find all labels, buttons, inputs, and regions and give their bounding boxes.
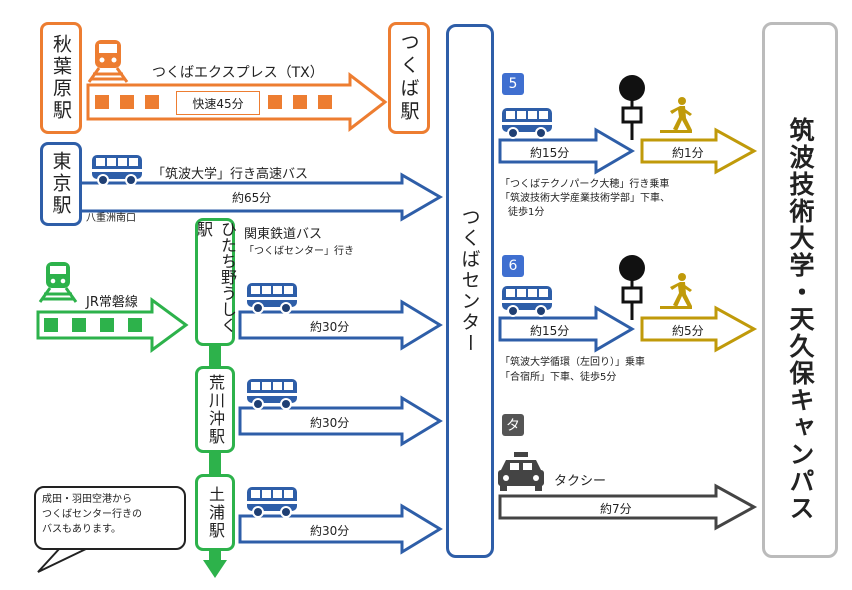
stop5-bus-arrow bbox=[498, 127, 635, 175]
tokyo-station-label: 東京駅 bbox=[49, 151, 72, 217]
stop6-note-2: 「合宿所」下車、徒歩5分 bbox=[500, 372, 617, 383]
tsukuba-center-box: つくばセンター bbox=[446, 24, 494, 558]
jr-connector bbox=[209, 452, 221, 474]
tx-time: 快速45分 bbox=[192, 96, 244, 111]
tx-train-icon bbox=[87, 40, 129, 83]
taxi-arrow bbox=[498, 483, 758, 531]
tsukuba-tx-station-label: つくば駅 bbox=[397, 32, 420, 124]
stop6-bus-time: 約15分 bbox=[530, 324, 570, 338]
highway-bus-stop: 八重洲南口 bbox=[86, 213, 136, 224]
tsukuba-center-label: つくばセンター bbox=[458, 207, 481, 354]
highway-bus-time: 約65分 bbox=[232, 191, 272, 205]
arakawaoki-station-box: 荒川沖駅 bbox=[195, 366, 235, 453]
tsuchiura-bus-time: 約30分 bbox=[310, 524, 350, 538]
stop6-bus-arrow bbox=[498, 305, 635, 353]
airport-bus-callout: 成田・羽田空港から つくばセンター行きの バスもあります。 bbox=[34, 486, 186, 550]
kanto-bus-destination: 「つくばセンター」行き bbox=[244, 246, 354, 257]
jr-line-name: JR常磐線 bbox=[86, 295, 138, 310]
stop5-busstop-icon bbox=[617, 73, 647, 142]
bus-arrow-arakawaoki bbox=[238, 395, 443, 447]
destination-box: 筑波技術大学・天久保キャンパス bbox=[762, 22, 838, 558]
callout-line-2: つくばセンター行きの bbox=[42, 509, 142, 520]
akihabara-station-box: 秋葉原駅 bbox=[40, 22, 82, 134]
stop6-badge: 6 bbox=[502, 255, 524, 277]
stop5-walk-arrow bbox=[640, 127, 758, 175]
taxi-time: 約7分 bbox=[600, 502, 632, 516]
stop6-walk-arrow bbox=[640, 305, 758, 353]
hitachino-bus-time: 約30分 bbox=[310, 320, 350, 334]
bus-arrow-tsuchiura bbox=[238, 503, 443, 555]
highway-bus-arrow bbox=[76, 172, 443, 222]
bus-arrow-hitachino bbox=[238, 299, 443, 351]
destination-label: 筑波技術大学・天久保キャンパス bbox=[786, 117, 815, 522]
highway-bus-icon bbox=[91, 154, 143, 186]
jr-arrow bbox=[36, 297, 189, 353]
tsukuba-tx-station-box: つくば駅 bbox=[388, 22, 430, 134]
arakawaoki-bus-time: 約30分 bbox=[310, 416, 350, 430]
stop5-bus-icon bbox=[501, 107, 553, 139]
hitachino-station-label: ひたち野うしく駅 bbox=[194, 221, 237, 333]
stop5-bus-time: 約15分 bbox=[530, 146, 570, 160]
akihabara-station-label: 秋葉原駅 bbox=[50, 34, 72, 122]
bus-icon-arakawaoki bbox=[246, 378, 298, 410]
bus-icon-hitachino bbox=[246, 282, 298, 314]
jr-connector bbox=[209, 345, 221, 367]
stop5-walk-icon bbox=[660, 97, 692, 133]
kanto-bus-name: 関東鉄道バス bbox=[244, 227, 323, 242]
callout-line-3: バスもあります。 bbox=[42, 524, 121, 535]
tsuchiura-station-label: 土浦駅 bbox=[206, 485, 225, 540]
taxi-icon bbox=[498, 452, 544, 491]
callout-tail bbox=[37, 547, 89, 573]
stop5-note-1: 「つくばテクノパーク大穂」行き乗車 bbox=[500, 179, 670, 190]
hitachino-station-box: ひたち野うしく駅 bbox=[194, 218, 237, 346]
jr-train-icon bbox=[38, 262, 78, 303]
stop5-note-3: 徒歩1分 bbox=[508, 207, 545, 218]
callout-line-1: 成田・羽田空港から bbox=[42, 494, 132, 505]
stop6-walk-time: 約5分 bbox=[672, 324, 704, 338]
taxi-label: タクシー bbox=[554, 474, 607, 489]
tokyo-station-box: 東京駅 bbox=[40, 142, 82, 226]
tx-time-box: 快速45分 bbox=[176, 91, 260, 115]
stop6-busstop-icon bbox=[617, 253, 647, 322]
stop6-bus-icon bbox=[501, 285, 553, 317]
stop5-note-2: 「筑波技術大学産業技術学部」下車、 bbox=[500, 193, 670, 204]
stop6-note-1: 「筑波大学循環（左回り）」乗車 bbox=[500, 357, 645, 368]
taxi-badge: タ bbox=[502, 414, 524, 436]
stop6-walk-icon bbox=[660, 273, 692, 309]
stop5-walk-time: 約1分 bbox=[672, 146, 704, 160]
stop5-badge: 5 bbox=[502, 73, 524, 95]
tx-route-name: つくばエクスプレス（TX） bbox=[152, 65, 324, 81]
tsuchiura-station-box: 土浦駅 bbox=[195, 474, 235, 551]
bus-icon-tsuchiura bbox=[246, 486, 298, 518]
jr-end-arrow bbox=[203, 550, 227, 578]
highway-bus-name: 「筑波大学」行き高速バス bbox=[152, 167, 309, 182]
arakawaoki-station-label: 荒川沖駅 bbox=[206, 373, 225, 446]
